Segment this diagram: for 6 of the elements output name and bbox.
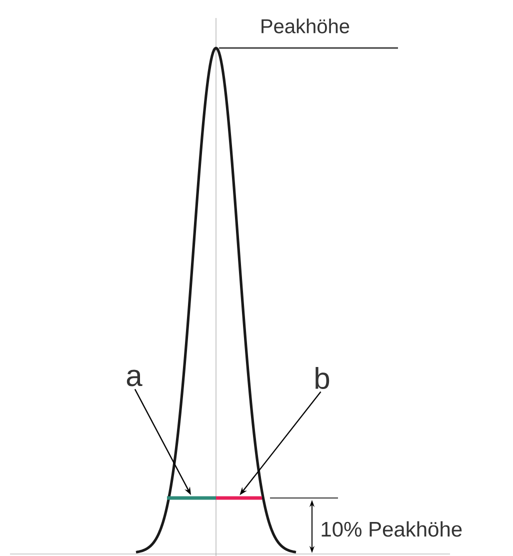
letter-label: b [316, 366, 330, 390]
letter-label: a [126, 370, 142, 386]
width-segment [167, 496, 216, 500]
width-segment [216, 496, 262, 500]
text-label: 10% Peakhöhe [322, 521, 462, 537]
text-label: Peakhöhe [262, 18, 350, 34]
